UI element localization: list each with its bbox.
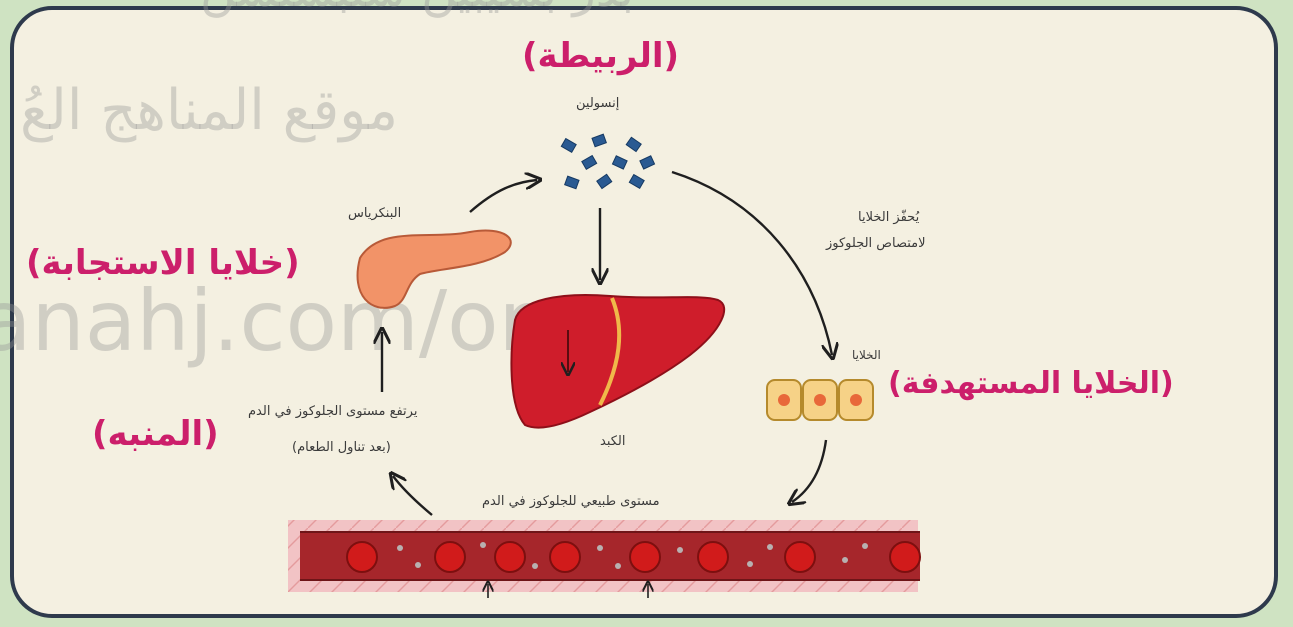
pancreas-label: البنكرياس (348, 206, 401, 221)
target-cells (767, 380, 873, 420)
ligand-label: (الربيطة) (522, 36, 679, 76)
arrow-pancreas-to-insulin (470, 180, 537, 212)
normal-glucose-label: مستوى طبيعي للجلوكوز في الدم (482, 494, 660, 509)
insulin-molecules (561, 134, 654, 189)
liver-organ (511, 295, 724, 428)
glucose-rises-label-line2: (بعد تناول الطعام) (292, 440, 391, 455)
pancreas-organ (358, 231, 511, 308)
glucose-rises-label-line1: يرتفع مستوى الجلوكوز في الدم (248, 404, 417, 419)
stimulus-label: (المنبه) (92, 414, 219, 454)
blood-vessel (288, 520, 920, 598)
response-cells-label: (خلايا الاستجابة) (26, 243, 300, 283)
stimulates-label-line2: لامتصاص الجلوكوز (826, 236, 926, 251)
insulin-label: إنسولين (576, 96, 619, 111)
target-cells-label: (الخلايا المستهدفة) (888, 366, 1174, 401)
cells-label: الخلايا (852, 348, 881, 362)
arrow-cells-to-vessel (792, 440, 826, 502)
arrow-vessel-to-stimulus (393, 476, 432, 515)
liver-label: الكبد (600, 434, 626, 449)
stimulates-label-line1: يُحفّز الخلايا (858, 210, 919, 225)
